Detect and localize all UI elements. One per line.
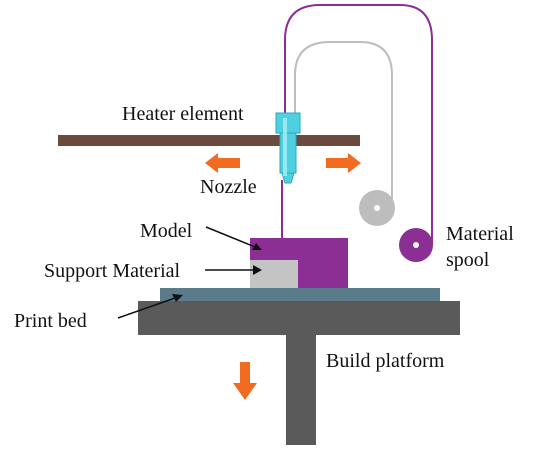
build-platform-stem	[286, 335, 316, 445]
material-spool-label-line2: spool	[446, 249, 490, 271]
build-platform-top	[138, 301, 460, 335]
model-pointer-line	[205, 226, 261, 250]
support-material-block	[250, 260, 298, 288]
print-bed-pointer-arrowhead	[172, 294, 183, 302]
build-platform-label: Build platform	[326, 350, 445, 372]
gray-filament-path	[294, 41, 393, 208]
nozzle-label: Nozzle	[200, 176, 257, 198]
model-pointer-arrowhead	[252, 243, 262, 250]
arrow-right-icon	[326, 153, 361, 173]
heater-element-label: Heater element	[122, 103, 244, 125]
print-bed-label: Print bed	[14, 310, 87, 332]
print-bed-pointer-line	[117, 296, 179, 319]
nozzle-icon	[275, 112, 301, 184]
model-label: Model	[140, 220, 193, 242]
print-bed	[160, 288, 440, 301]
support-pointer-arrowhead	[253, 265, 262, 275]
arrow-left-icon	[205, 153, 240, 173]
material-spool-icon	[399, 228, 433, 262]
arrow-down-icon	[233, 362, 257, 400]
purple-filament-path	[284, 4, 433, 245]
support-material-label: Support Material	[44, 260, 181, 282]
heater-element-bar	[58, 135, 360, 146]
support-spool-icon	[359, 190, 395, 226]
material-spool-label-line1: Material	[446, 223, 514, 245]
